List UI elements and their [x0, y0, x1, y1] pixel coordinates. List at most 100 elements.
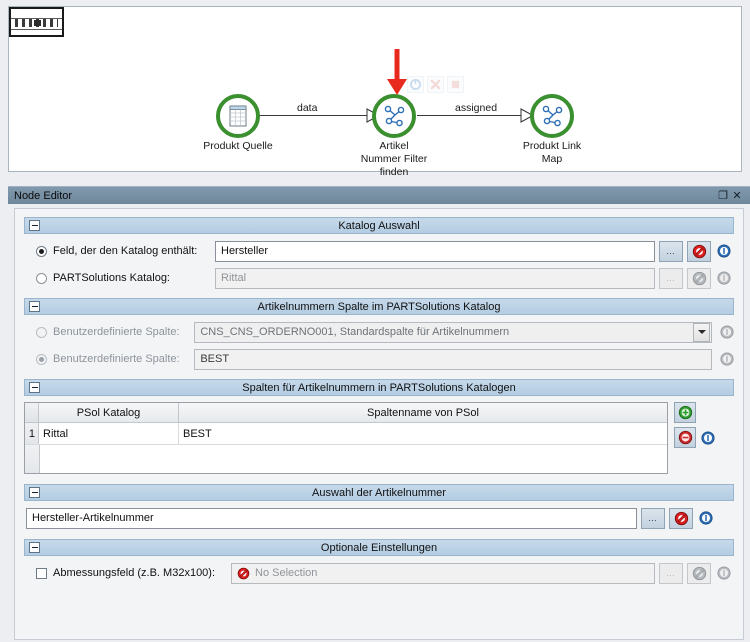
- no-entry-icon: [237, 567, 250, 580]
- clear-no-entry-icon[interactable]: [687, 240, 711, 262]
- row-artikelnummer-field: Hersteller-Artikelnummer …: [24, 507, 734, 529]
- red-arrow-pointer: [387, 49, 407, 95]
- label-standardspalte: Benutzerdefinierte Spalte:: [53, 326, 180, 338]
- execute-icon[interactable]: [407, 76, 424, 93]
- node-editor-title-bar[interactable]: Node Editor ❐ ✕: [8, 186, 750, 204]
- node-status-ring: [216, 94, 260, 138]
- table-source-icon: [223, 101, 253, 131]
- section-title: Katalog Auswahl: [338, 219, 420, 232]
- row-feld-katalog: Feld, der den Katalog enthält: Herstelle…: [24, 240, 734, 262]
- add-row-button[interactable]: [674, 402, 696, 423]
- edge-label-data: data: [297, 102, 318, 114]
- no-selection-text: No Selection: [255, 567, 318, 579]
- checkbox-abmessungsfeld[interactable]: [36, 567, 47, 579]
- workflow-canvas[interactable]: data assigned: [8, 6, 742, 178]
- info-icon: [717, 566, 731, 580]
- section-title: Artikelnummern Spalte im PARTSolutions K…: [257, 300, 501, 313]
- clear-no-entry-icon[interactable]: [669, 507, 693, 529]
- info-icon: [720, 352, 734, 366]
- node-graph-icon: [379, 101, 409, 131]
- chevron-down-icon[interactable]: [693, 322, 710, 342]
- input-artikelnummer[interactable]: Hersteller-Artikelnummer: [26, 507, 637, 529]
- section-header-optionale-einstellungen: Optionale Einstellungen: [24, 539, 734, 556]
- input-partsolutions-katalog: Rittal: [215, 267, 655, 289]
- info-icon: [717, 271, 731, 285]
- cancel-icon[interactable]: [427, 76, 444, 93]
- arrowhead-assigned: [520, 108, 534, 123]
- collapse-toggle-icon[interactable]: [29, 487, 40, 498]
- label-benutzerdefinierte-spalte: Benutzerdefinierte Spalte:: [53, 353, 180, 365]
- float-window-icon[interactable]: ❐: [718, 190, 728, 202]
- label-partsolutions-katalog: PARTSolutions Katalog:: [53, 272, 170, 284]
- radio-feld-katalog[interactable]: [36, 245, 47, 257]
- section-header-katalog-auswahl: Katalog Auswahl: [24, 217, 734, 234]
- combo-standardspalte[interactable]: CNS_CNS_ORDERNO001, Standardspalte für A…: [194, 321, 712, 343]
- combo-value: CNS_CNS_ORDERNO001, Standardspalte für A…: [200, 326, 510, 338]
- thumbnail-line: [11, 29, 62, 30]
- table-header-row: PSol Katalog Spaltenname von PSol: [25, 403, 667, 423]
- info-icon[interactable]: [701, 430, 715, 445]
- row-index-gutter: [25, 445, 40, 473]
- katalog-table[interactable]: PSol Katalog Spaltenname von PSol 1 Ritt…: [24, 402, 668, 474]
- browse-button-abmessungsfeld: …: [659, 562, 683, 584]
- row-partsolutions-katalog: PARTSolutions Katalog: Rittal …: [24, 267, 734, 289]
- node-produkt-quelle[interactable]: Produkt Quelle: [203, 94, 273, 152]
- thumbnail-line: [11, 18, 62, 19]
- close-icon[interactable]: ✕: [732, 190, 742, 202]
- input-benutzerdefinierte-spalte[interactable]: BEST: [194, 348, 712, 370]
- input-abmessungsfeld: No Selection: [231, 562, 655, 584]
- row-index: 1: [25, 423, 39, 444]
- node-graph-icon: [537, 101, 567, 131]
- node-editor-title: Node Editor: [14, 189, 73, 202]
- node-editor-content: Katalog Auswahl Feld, der den Katalog en…: [14, 208, 744, 640]
- collapse-toggle-icon[interactable]: [29, 301, 40, 312]
- info-icon[interactable]: [699, 511, 713, 525]
- browse-button-feld-katalog[interactable]: …: [659, 240, 683, 262]
- collapse-toggle-icon[interactable]: [29, 220, 40, 231]
- remove-row-button[interactable]: [674, 427, 696, 448]
- clear-no-entry-icon: [687, 562, 711, 584]
- node-editor-body: Katalog Auswahl Feld, der den Katalog en…: [8, 204, 750, 642]
- section-title: Spalten für Artikelnummern in PARTSoluti…: [242, 381, 516, 394]
- input-feld-katalog[interactable]: Hersteller: [215, 240, 655, 262]
- section-title: Optionale Einstellungen: [320, 541, 438, 554]
- radio-benutzerdefinierte-spalte[interactable]: [36, 353, 47, 365]
- edge-data[interactable]: [259, 115, 377, 116]
- table-row[interactable]: 1 Rittal BEST: [25, 423, 667, 445]
- table-header-spaltenname[interactable]: Spaltenname von PSol: [179, 403, 667, 422]
- cell-spaltenname[interactable]: BEST: [183, 427, 212, 440]
- section-header-artikelnummern-spalte: Artikelnummern Spalte im PARTSolutions K…: [24, 298, 734, 315]
- edge-label-assigned: assigned: [455, 102, 498, 114]
- node-label-produkt-quelle: Produkt Quelle: [203, 140, 273, 152]
- section-header-spalten-tabelle: Spalten für Artikelnummern in PARTSoluti…: [24, 379, 734, 396]
- radio-standardspalte[interactable]: [36, 326, 47, 338]
- overview-thumbnail[interactable]: [9, 7, 64, 37]
- info-icon: [720, 325, 734, 339]
- table-corner-cell: [25, 403, 39, 422]
- node-mini-toolbar[interactable]: [407, 76, 464, 93]
- row-benutzerdefinierte-spalte: Benutzerdefinierte Spalte: BEST: [24, 348, 734, 370]
- info-icon[interactable]: [717, 244, 731, 258]
- cell-psol-katalog[interactable]: Rittal: [39, 423, 179, 444]
- label-feld-katalog: Feld, der den Katalog enthält:: [53, 245, 198, 257]
- collapse-toggle-icon[interactable]: [29, 382, 40, 393]
- row-abmessungsfeld: Abmessungsfeld (z.B. M32x100): No Select…: [24, 562, 734, 584]
- thumbnail-block: [34, 20, 41, 26]
- edge-assigned[interactable]: [417, 115, 527, 116]
- table-empty-area: [25, 445, 667, 473]
- table-side-buttons: [674, 402, 715, 448]
- table-header-psol-katalog[interactable]: PSol Katalog: [39, 403, 179, 422]
- row-standardspalte: Benutzerdefinierte Spalte: CNS_CNS_ORDER…: [24, 321, 734, 343]
- remove-row-area: [674, 427, 715, 448]
- label-abmessungsfeld: Abmessungsfeld (z.B. M32x100):: [53, 567, 216, 579]
- collapse-toggle-icon[interactable]: [29, 542, 40, 553]
- section-header-auswahl-artikelnummer: Auswahl der Artikelnummer: [24, 484, 734, 501]
- katalog-table-area: PSol Katalog Spaltenname von PSol 1 Ritt…: [24, 402, 734, 474]
- browse-button-artikelnummer[interactable]: …: [641, 507, 665, 529]
- radio-partsolutions-katalog[interactable]: [36, 272, 47, 284]
- stop-icon[interactable]: [447, 76, 464, 93]
